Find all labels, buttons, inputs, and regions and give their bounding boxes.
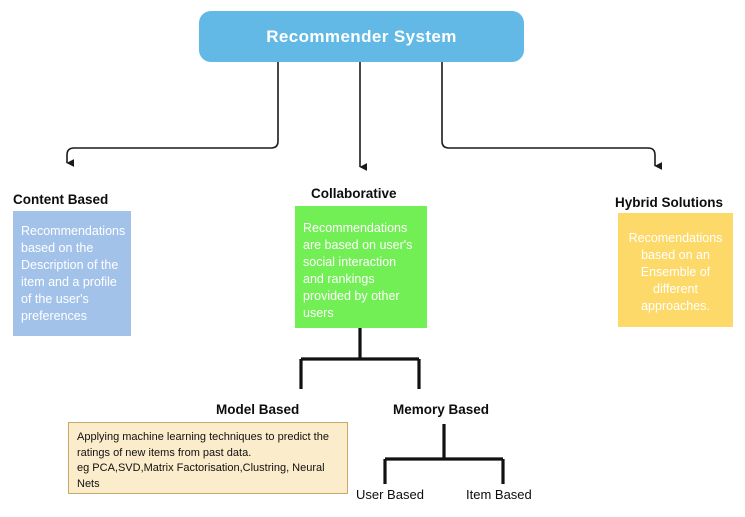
connector-root-to-content (66, 62, 279, 167)
root-node-label: Recommender System (266, 26, 457, 46)
connector-memory-split (383, 424, 505, 484)
heading-hybrid-solutions: Hybrid Solutions (615, 195, 723, 210)
card-model-based: Applying machine learning techniques to … (68, 422, 348, 494)
heading-content-based: Content Based (13, 192, 109, 207)
leaf-item-based: Item Based (466, 487, 532, 502)
heading-model-based: Model Based (216, 402, 300, 417)
root-node-recommender-system[interactable]: Recommender System (199, 11, 524, 62)
heading-memory-based: Memory Based (393, 402, 490, 417)
card-hybrid-solutions: Recomendations based on an Ensemble of d… (618, 213, 733, 327)
card-collaborative: Recommendations are based on user's soci… (295, 206, 427, 328)
heading-collaborative: Collaborative (311, 186, 397, 201)
card-content-based: Recommendations based on the Description… (13, 211, 131, 336)
leaf-user-based: User Based (356, 487, 424, 502)
connector-root-to-hybrid (441, 62, 662, 170)
connector-collaborative-split (299, 328, 421, 389)
